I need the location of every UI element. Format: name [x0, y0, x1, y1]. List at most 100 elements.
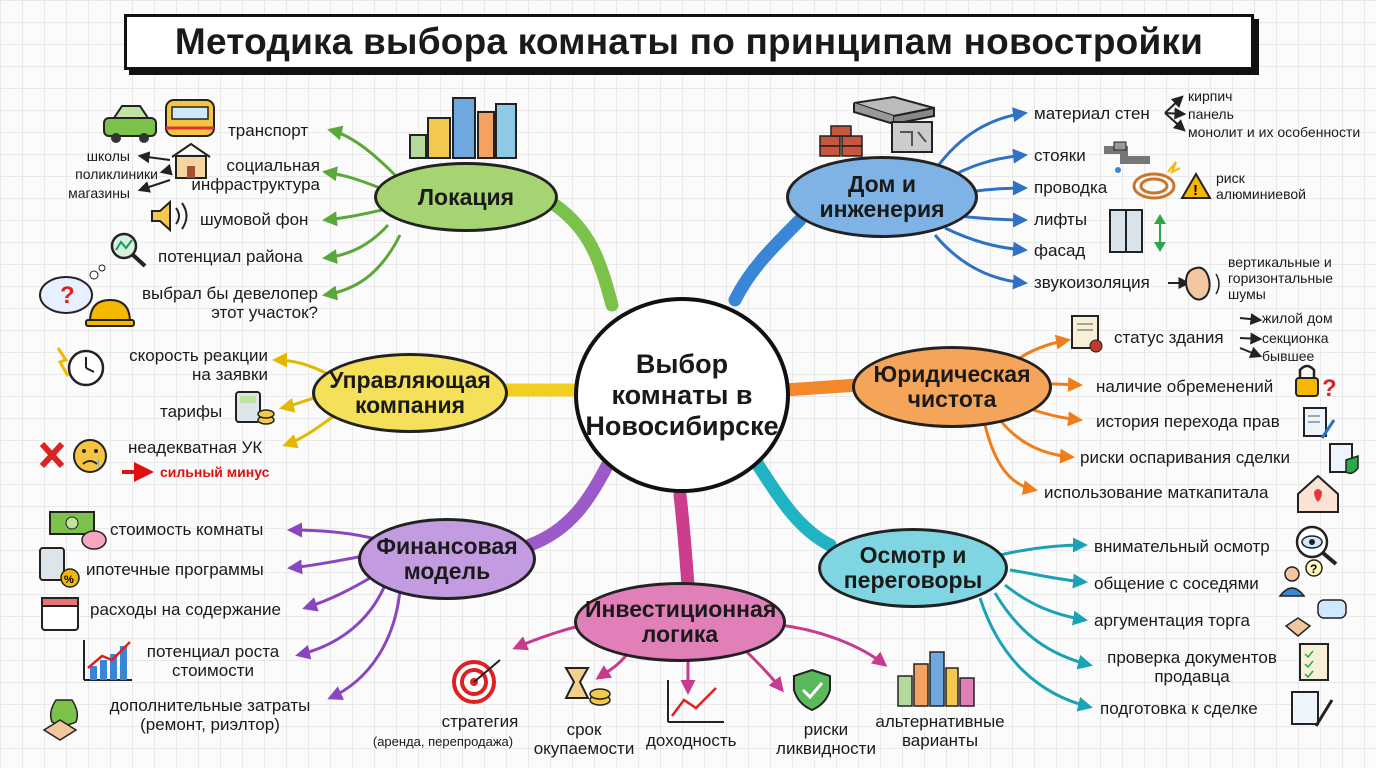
legal-status: статус здания [1114, 328, 1224, 347]
location-social: социальная инфраструктура [191, 156, 320, 194]
node-investment: Инвестиционная логика [574, 582, 786, 662]
node-location: Локация [374, 162, 558, 232]
document-sign-icon [1291, 691, 1334, 727]
house-sound: звукоизоляция [1034, 273, 1150, 292]
red-cross-icon [39, 441, 65, 469]
finance-extra: дополнительные затраты (ремонт, риэлтор) [109, 696, 311, 734]
investment-liquidity: риски ликвидности [776, 720, 876, 758]
central-topic: Выбор комнаты в Новосибирске [574, 297, 790, 493]
calculator-coins-icon [235, 391, 275, 425]
house-walls-monolith: монолит и их особенности [1188, 124, 1361, 140]
inspection-bargain: аргументация торга [1094, 611, 1250, 630]
location-social-school: школы [86, 148, 130, 164]
legal-capital: использование маткапитала [1044, 483, 1269, 502]
investment-alternatives: альтернативные варианты [875, 712, 1005, 750]
legal-history: история перехода прав [1096, 412, 1280, 431]
house-sound-noise: вертикальные и горизонтальные шумы [1228, 254, 1334, 302]
location-developer: выбрал бы девелопер этот участок? [141, 284, 318, 322]
warning-icon: ! [1180, 172, 1212, 199]
house-walls: материал стен [1034, 104, 1150, 123]
car-icon [103, 105, 157, 143]
thought-bubble-icon: ? [39, 264, 106, 314]
svg-text:?: ? [60, 282, 75, 309]
title-box: Методика выбора комнаты по принципам нов… [124, 14, 1254, 70]
moneybag-handshake-icon [42, 699, 79, 741]
finance-growth: потенциал роста стоимости [146, 642, 280, 680]
node-inspection: Осмотр и переговоры [818, 528, 1008, 608]
location-transport: транспорт [228, 121, 309, 140]
calculator-percent-icon: % [39, 547, 80, 588]
person-question-icon: ? [1278, 559, 1323, 597]
svg-text:?: ? [1310, 562, 1317, 576]
money-piggy-icon [49, 511, 107, 550]
document-scroll-icon [1071, 315, 1103, 353]
node-management: Управляющая компания [312, 353, 508, 433]
city-buildings-icon [409, 97, 517, 159]
location-social-clinic: поликлиники [75, 166, 158, 182]
svg-text:%: % [64, 574, 74, 586]
finance-upkeep: расходы на содержание [90, 600, 281, 619]
target-icon [452, 659, 501, 704]
bricks-icon [819, 125, 863, 157]
legal-dispute: риски оспаривания сделки [1080, 448, 1290, 467]
node-finance: Финансовая модель [358, 518, 536, 600]
house-walls-panel: панель [1188, 106, 1234, 122]
sad-face-icon [73, 439, 107, 473]
city-alternatives-icon [897, 651, 975, 707]
train-icon [165, 99, 215, 137]
finance-mortgage: ипотечные программы [86, 560, 264, 579]
svg-text:?: ? [1322, 375, 1337, 402]
hard-hat-icon [85, 298, 135, 327]
document-pen-icon [1303, 407, 1336, 439]
location-noise: шумовой фон [200, 210, 309, 229]
investment-yield: доходность [646, 731, 737, 750]
finance-cost: стоимость комнаты [110, 520, 264, 539]
management-bad-note: сильный минус [160, 464, 270, 480]
pipe-faucet-icon [1104, 141, 1150, 173]
stopwatch-icon [56, 347, 105, 387]
speaker-icon [151, 199, 188, 233]
document-shield-icon [1329, 443, 1359, 475]
investment-payback: срок окупаемости [533, 720, 635, 758]
wire-coil-icon [1132, 161, 1181, 200]
inspection-careful: внимательный осмотр [1094, 537, 1270, 556]
elevator-icon [1109, 209, 1166, 253]
investment-strategy-sub: (аренда, перепродажа) [372, 734, 514, 749]
node-legal: Юридическая чистота [852, 346, 1052, 428]
growth-chart-icon [83, 640, 132, 681]
legal-status-section: секционка [1262, 330, 1329, 346]
checklist-icon [1299, 643, 1329, 681]
ear-icon [1184, 266, 1220, 301]
eye-magnifier-icon [1295, 525, 1338, 566]
management-tariffs: тарифы [160, 402, 223, 421]
family-house-icon [1297, 474, 1339, 513]
padlock-question-icon: ? [1295, 364, 1337, 402]
handshake-speech-icon [1284, 599, 1347, 637]
house-wiring: проводка [1034, 178, 1108, 197]
line-chart-icon [667, 680, 724, 723]
location-potential: потенциал района [158, 247, 303, 266]
legal-encumbrance: наличие обременений [1096, 377, 1274, 396]
magnifier-chart-icon [110, 232, 147, 268]
management-speed: скорость реакции на заявки [129, 346, 268, 384]
concrete-slab-icon [853, 95, 935, 153]
inspection-docs: проверка документов продавца [1107, 648, 1277, 686]
location-social-shops: магазины [68, 185, 130, 201]
school-building-icon [171, 142, 211, 179]
house-lifts: лифты [1034, 210, 1088, 229]
house-risers: стояки [1034, 146, 1086, 165]
node-house: Дом и инженерия [786, 156, 978, 238]
management-bad: неадекватная УК [128, 438, 263, 457]
inspection-neighbors: общение с соседями [1094, 574, 1259, 593]
legal-status-residential: жилой дом [1262, 310, 1333, 326]
house-wiring-risk: риск алюминиевой [1216, 170, 1306, 202]
calendar-icon [41, 597, 79, 631]
legal-status-former: бывшее [1262, 348, 1315, 364]
hourglass-coins-icon [564, 667, 611, 706]
inspection-prep: подготовка к сделке [1100, 699, 1258, 718]
investment-strategy: стратегия [441, 712, 519, 731]
house-walls-brick: кирпич [1188, 88, 1233, 104]
house-facade: фасад [1034, 241, 1086, 260]
page-title: Методика выбора комнаты по принципам нов… [174, 21, 1204, 62]
